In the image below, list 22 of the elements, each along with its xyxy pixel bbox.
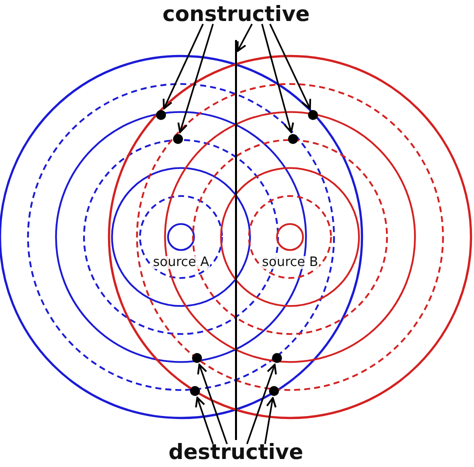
arrow (162, 24, 204, 110)
callout-text: destructive (168, 442, 304, 463)
intersection-dot (190, 386, 200, 396)
arrow (269, 24, 312, 110)
arrow (246, 364, 277, 444)
arrow (236, 24, 253, 52)
source-label: source A (152, 256, 210, 269)
arrow (264, 397, 277, 444)
arrow (261, 24, 294, 134)
arrow (177, 24, 214, 134)
intersection-dot (192, 353, 202, 363)
callout-text: constructive (162, 4, 310, 25)
intersection-dot (272, 353, 282, 363)
arrow (197, 364, 228, 444)
intersection-dot (288, 134, 298, 144)
intersection-dot (173, 134, 183, 144)
arrow (195, 396, 214, 444)
intersection-dot (308, 110, 318, 120)
center-line (235, 40, 237, 440)
intersection-dot (269, 386, 279, 396)
source-label: source B (261, 256, 320, 269)
intersection-dot (156, 110, 166, 120)
